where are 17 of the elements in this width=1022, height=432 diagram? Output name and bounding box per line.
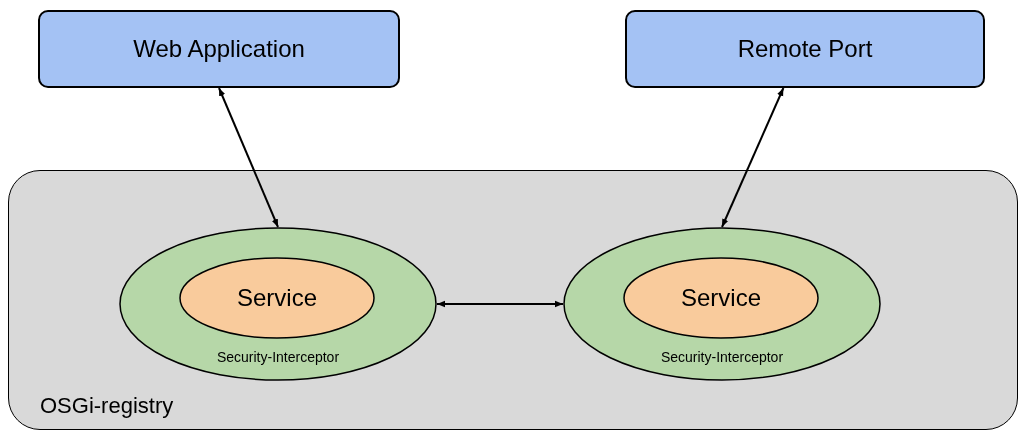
service-ellipse xyxy=(623,257,819,339)
double-arrow xyxy=(218,87,279,228)
registry-container xyxy=(8,170,1018,430)
interceptor-label: Security-Interceptor xyxy=(660,349,784,365)
service-label: Service xyxy=(237,284,317,312)
component-box xyxy=(625,10,985,88)
double-arrow xyxy=(721,87,785,228)
service-ellipse xyxy=(179,257,375,339)
container-label: OSGi-registry xyxy=(40,393,174,419)
interceptor-ellipse xyxy=(119,227,437,381)
interceptor-ellipse xyxy=(563,227,881,381)
component-box xyxy=(38,10,400,88)
component-label: Web Application xyxy=(133,35,305,63)
component-label: Remote Port xyxy=(737,35,873,63)
double-arrow xyxy=(436,300,564,308)
service-label: Service xyxy=(681,284,761,312)
interceptor-label: Security-Interceptor xyxy=(216,349,340,365)
